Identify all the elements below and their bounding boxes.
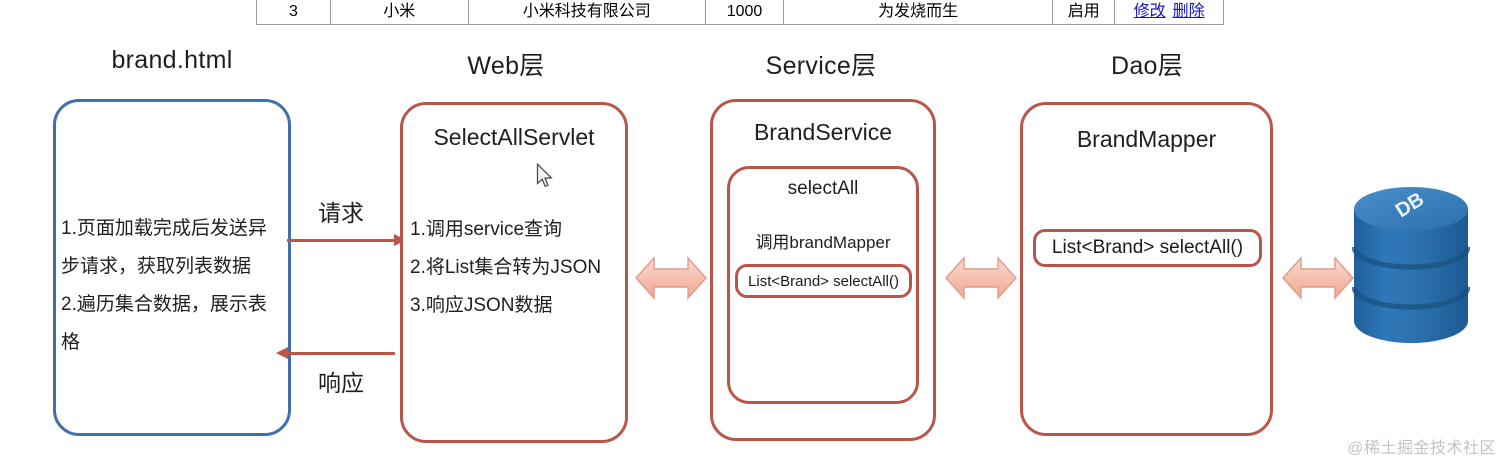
watermark: @稀土掘金技术社区: [1347, 440, 1496, 457]
layer-caption-web: Web层: [467, 52, 545, 80]
web-step-2: 2.将List集合转为JSON: [410, 257, 602, 278]
web-layer-step-list: 1.调用service查询 2.将List集合转为JSON 3.响应JSON数据: [410, 211, 628, 325]
layer-caption-service: Service层: [765, 52, 877, 80]
mouse-cursor-icon: [536, 163, 553, 188]
edit-link[interactable]: 修改: [1133, 3, 1166, 20]
arrow-head-left-icon: [276, 347, 288, 359]
layer-caption-brand-html: brand.html: [111, 46, 233, 74]
request-label: 请求: [318, 200, 364, 226]
table-cell-id: 3: [257, 0, 331, 24]
brand-html-box: [53, 99, 291, 436]
table-cell-description: 为发烧而生: [784, 0, 1054, 24]
database-cylinder-icon: DB: [1352, 187, 1470, 343]
mapper-interface-title: BrandMapper: [1076, 126, 1217, 152]
delete-link[interactable]: 删除: [1172, 3, 1205, 20]
table-cell-ordered: 1000: [706, 0, 784, 24]
layer-caption-dao: Dao层: [1110, 52, 1184, 80]
servlet-class-title: SelectAllServlet: [433, 124, 595, 150]
dao-layer-box: [1020, 102, 1273, 436]
service-method-title: selectAll: [787, 178, 859, 199]
response-arrow: [276, 347, 395, 359]
web-step-3: 3.响应JSON数据: [410, 295, 553, 316]
service-method-signature: List<Brand> selectAll(): [735, 264, 912, 298]
dao-database-double-arrow: [1282, 256, 1354, 300]
web-service-double-arrow: [635, 256, 707, 300]
table-cell-actions: 修改 删除: [1115, 0, 1223, 24]
service-class-title: BrandService: [753, 119, 893, 145]
response-label: 响应: [318, 370, 364, 396]
brand-html-step-1: 1.页面加载完成后发送异步请求，获取列表数据: [61, 218, 267, 277]
table-cell-brand-name: 小米: [331, 0, 469, 24]
service-dao-double-arrow: [945, 256, 1017, 300]
table-cell-company-name: 小米科技有限公司: [469, 0, 707, 24]
brand-html-step-2: 2.遍历集合数据，展示表格: [61, 294, 267, 353]
web-layer-box: [400, 102, 628, 443]
table-cell-status: 启用: [1053, 0, 1116, 24]
service-method-subtitle: 调用brandMapper: [755, 233, 891, 252]
brand-html-step-list: 1.页面加载完成后发送异步请求，获取列表数据 2.遍历集合数据，展示表格: [61, 210, 285, 362]
dao-method-signature: List<Brand> selectAll(): [1033, 229, 1262, 267]
request-arrow: [287, 234, 406, 246]
brand-table-row: 3 小米 小米科技有限公司 1000 为发烧而生 启用 修改 删除: [256, 0, 1224, 25]
web-step-1: 1.调用service查询: [410, 219, 563, 240]
